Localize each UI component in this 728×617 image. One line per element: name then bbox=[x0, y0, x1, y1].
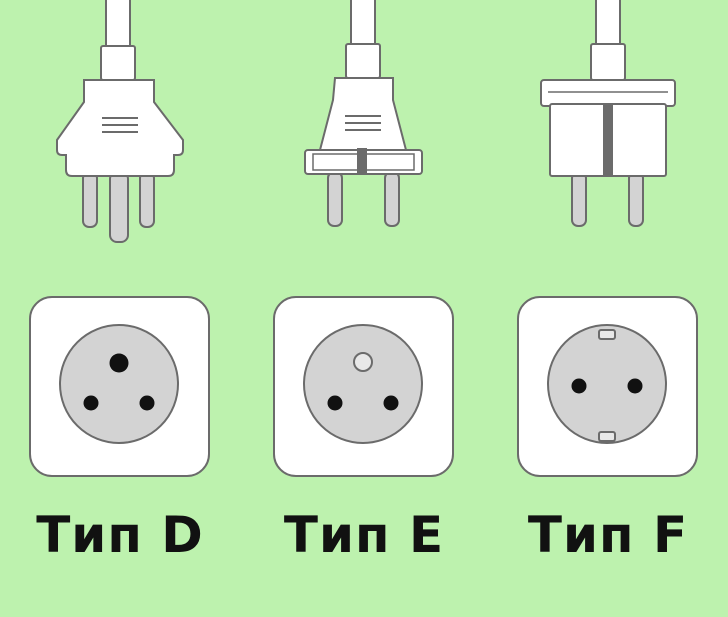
label-type-d: Тип D bbox=[36, 506, 204, 564]
socket-f-hole-right bbox=[627, 378, 643, 394]
plug-f-pin-right bbox=[628, 171, 644, 227]
socket-e-hole-right bbox=[383, 395, 399, 411]
label-type-e: Тип E bbox=[283, 506, 445, 564]
plug-f-cable bbox=[595, 0, 621, 47]
socket-e-earth-pin bbox=[353, 352, 373, 372]
socket-e-face bbox=[303, 324, 423, 444]
plug-e-pin-left bbox=[327, 171, 343, 227]
socket-type-d bbox=[29, 296, 210, 477]
plug-f-cap bbox=[540, 79, 676, 107]
plug-d-pin-earth bbox=[109, 171, 129, 243]
socket-type-e bbox=[273, 296, 454, 477]
plug-d-pin-right bbox=[139, 171, 155, 228]
plug-type-e bbox=[304, 0, 423, 227]
plug-d-pin-left bbox=[82, 171, 98, 228]
plug-d-cable-collar bbox=[100, 45, 136, 81]
socket-e-hole-left bbox=[327, 395, 343, 411]
socket-f-earth-clip-top bbox=[598, 329, 616, 340]
plug-f-earth-clip bbox=[603, 104, 613, 176]
socket-d-hole-left bbox=[83, 395, 99, 411]
plug-d-cable bbox=[105, 0, 131, 49]
plug-e-body bbox=[318, 77, 408, 151]
socket-type-f bbox=[517, 296, 698, 477]
socket-f-earth-clip-bottom bbox=[598, 431, 616, 442]
plug-e-pin-right bbox=[384, 171, 400, 227]
socket-d-face bbox=[59, 324, 179, 444]
plug-d-body bbox=[56, 79, 184, 177]
plug-type-d bbox=[56, 0, 184, 243]
plug-e-cable bbox=[350, 0, 376, 47]
plug-e-cable-collar bbox=[345, 43, 381, 79]
label-type-f: Тип F bbox=[527, 506, 689, 564]
plug-f-pin-left bbox=[571, 171, 587, 227]
plug-e-earth-slot bbox=[357, 148, 367, 174]
socket-f-face bbox=[547, 324, 667, 444]
socket-d-hole-right bbox=[139, 395, 155, 411]
socket-d-earth-hole bbox=[109, 353, 129, 373]
socket-f-hole-left bbox=[571, 378, 587, 394]
plug-f-cable-collar bbox=[590, 43, 626, 81]
plug-type-f bbox=[540, 0, 676, 227]
